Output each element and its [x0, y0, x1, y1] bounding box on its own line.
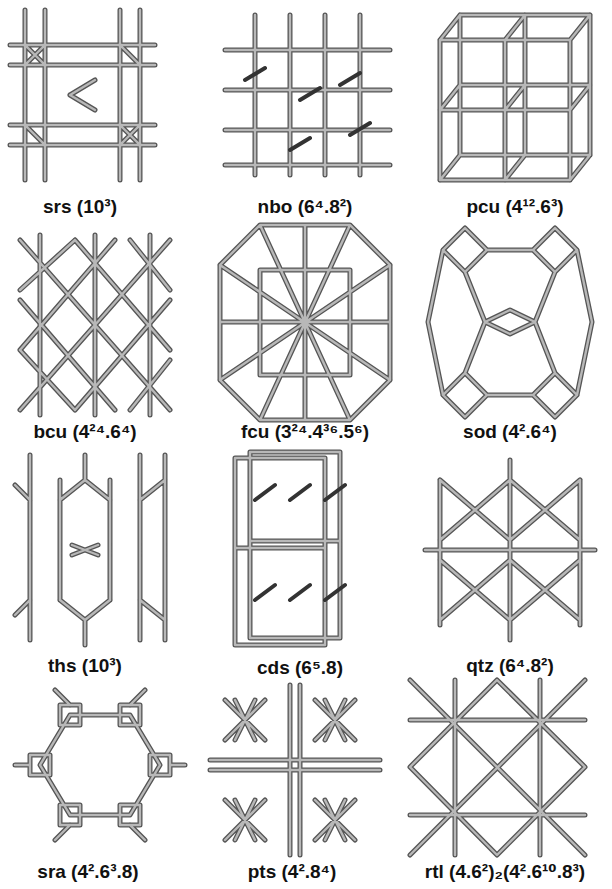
- net-label: cds (6⁵.8): [257, 657, 343, 679]
- net-label: qtz (6⁴.8²): [466, 655, 554, 677]
- net-label: bcu (4²⁴.6⁴): [33, 421, 136, 443]
- net-label: fcu (3²⁴.4³⁶.5⁶): [241, 421, 369, 443]
- net-label: sra (4².6³.8): [37, 861, 138, 883]
- net-label: sod (4².6⁴): [463, 421, 557, 443]
- net-label: ths (10³): [48, 655, 122, 677]
- net-label: rtl (4.6²)₂(4².6¹⁰.8³): [425, 861, 585, 883]
- net-label: nbo (6⁴.8²): [258, 196, 353, 218]
- net-label: srs (10³): [43, 196, 117, 218]
- net-label: pts (4².8⁴): [248, 861, 337, 883]
- net-label: pcu (4¹².6³): [466, 196, 563, 218]
